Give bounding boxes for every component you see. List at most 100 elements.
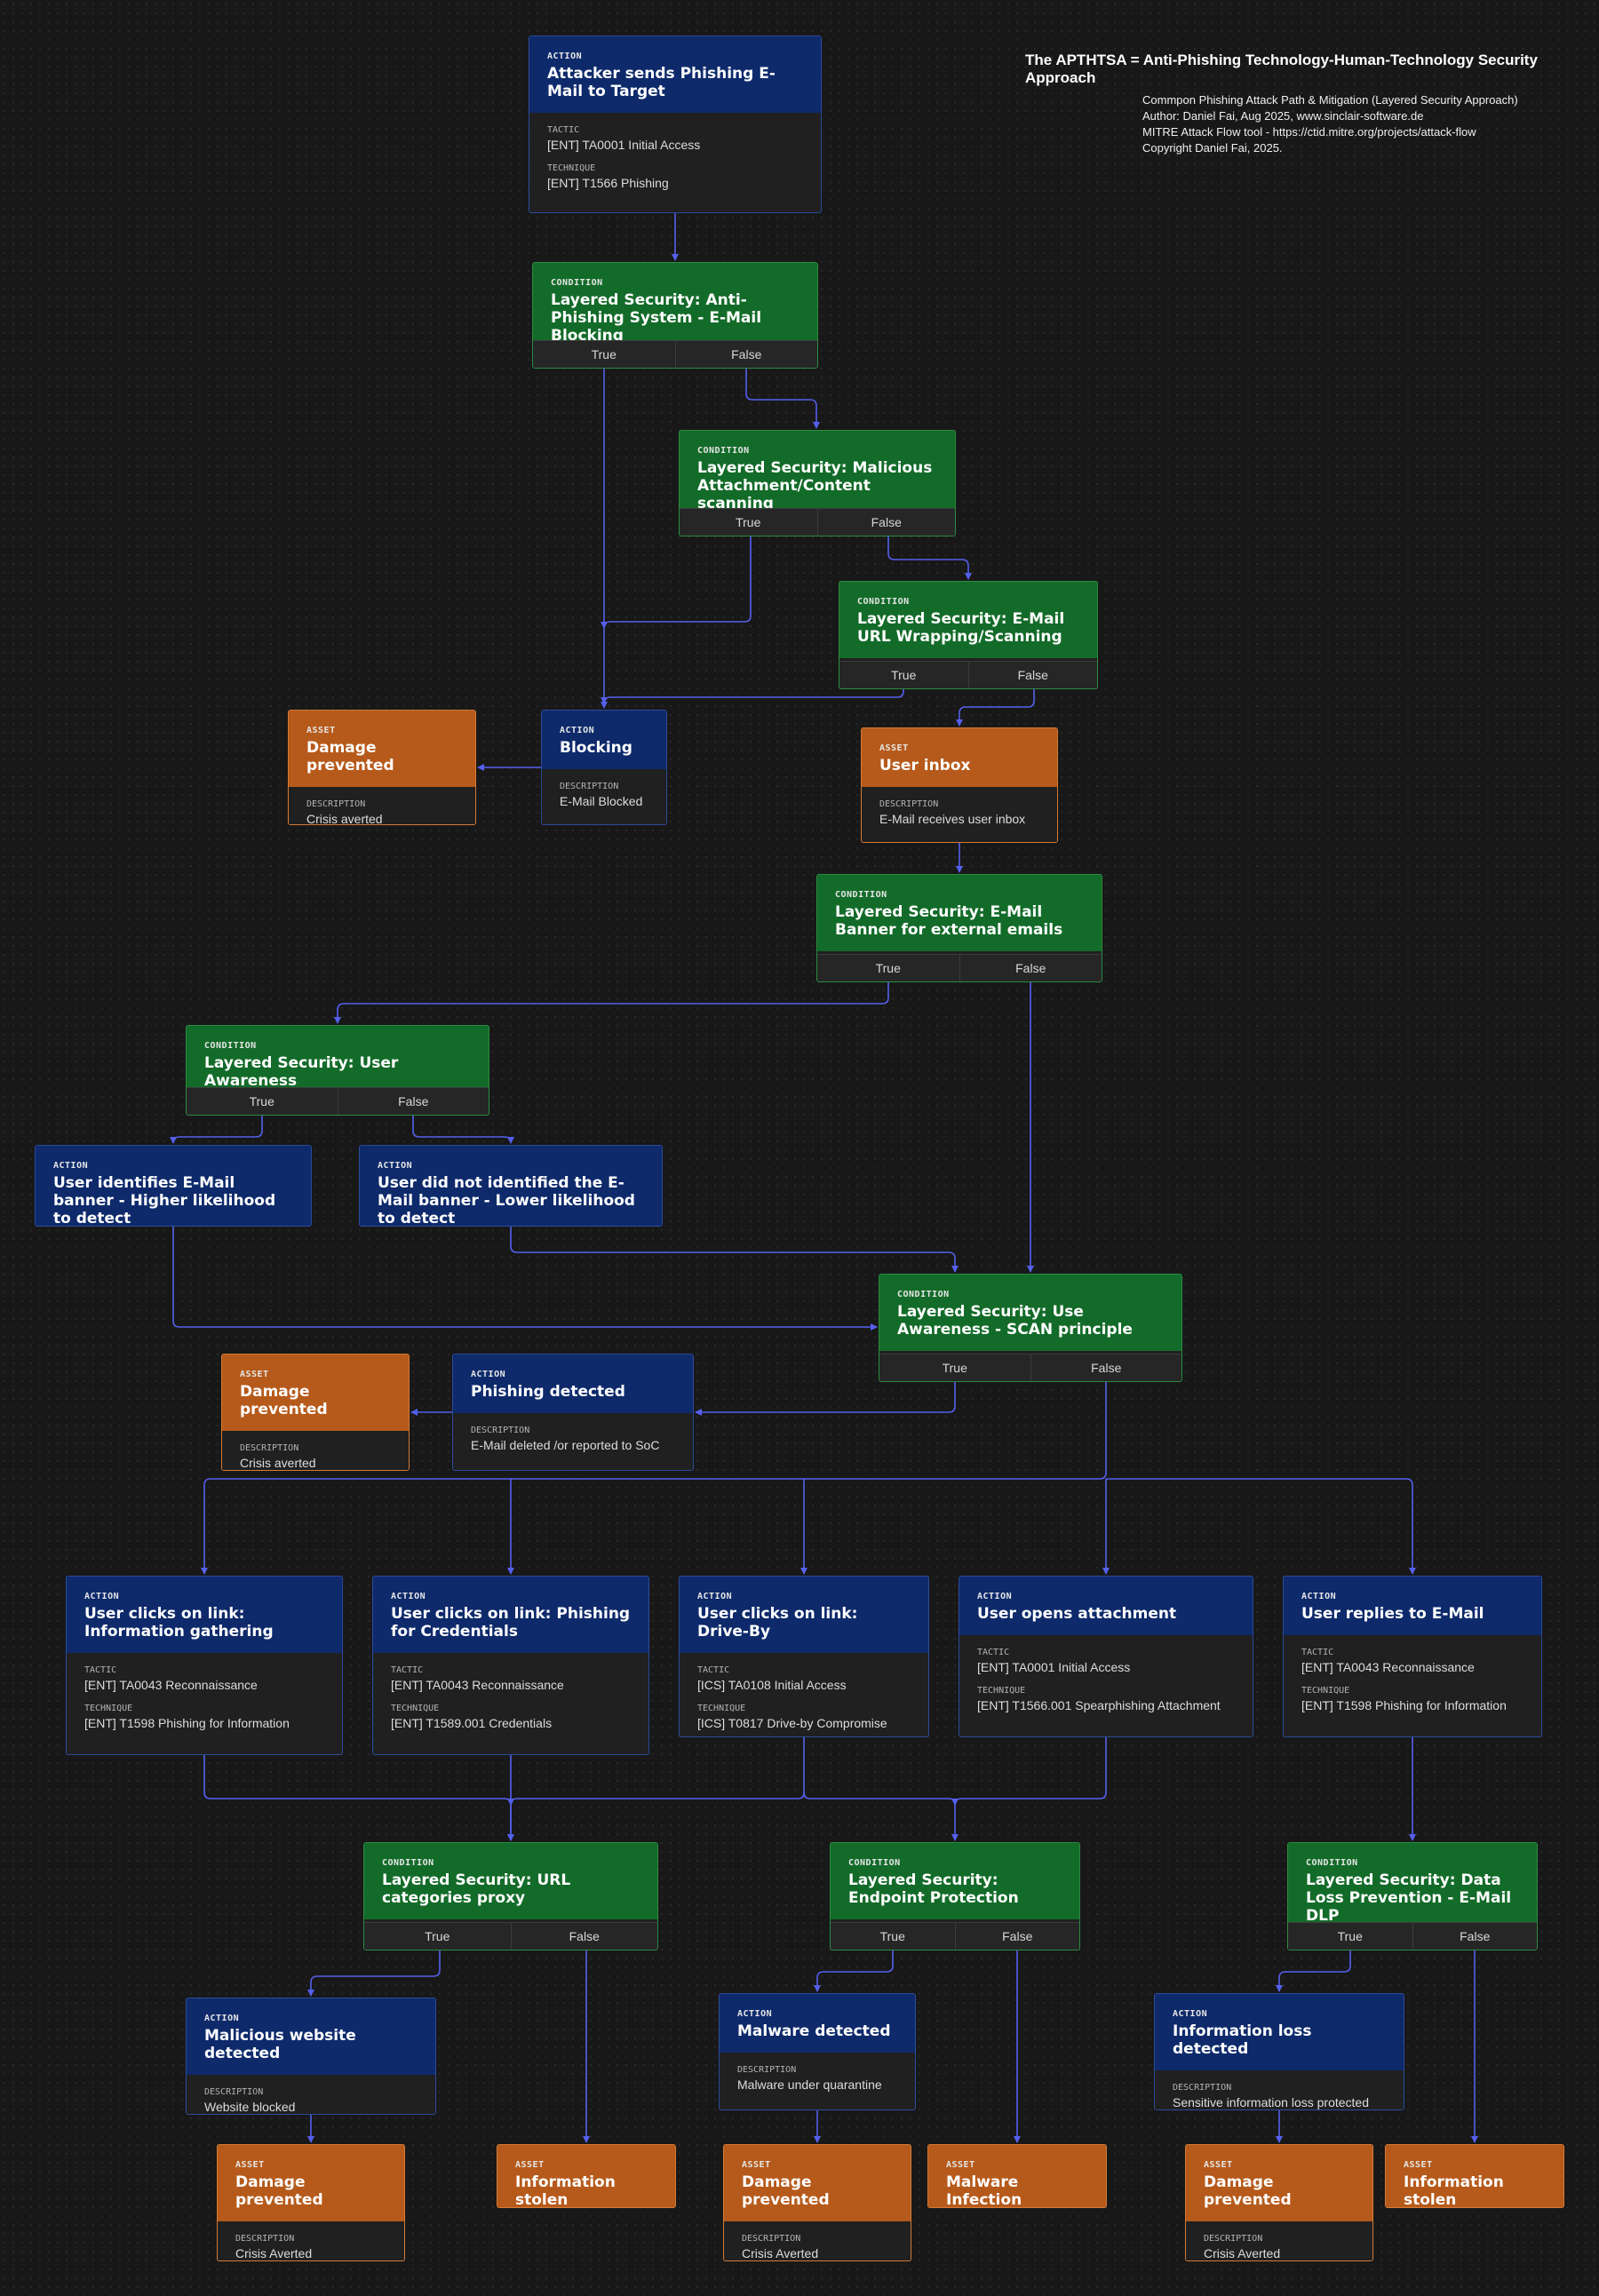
branch-false[interactable]: False (1412, 1923, 1538, 1950)
branch-false[interactable]: False (337, 1088, 489, 1115)
node-title: Malware detected (737, 2022, 891, 2040)
node-title: Layered Security: E-Mail Banner for exte… (835, 903, 1063, 939)
property-value: [ENT] T1566.001 Spearphishing Attachment (977, 1698, 1221, 1712)
node-type-label: ASSET (306, 726, 336, 735)
connector-n11-to-n12 (510, 1227, 959, 1273)
condition-branches: True False (839, 661, 1097, 688)
node-type-label: CONDITION (1306, 1858, 1358, 1868)
node-title: Information stolen (515, 2173, 616, 2208)
node-type-label: CONDITION (204, 1041, 257, 1051)
connector-n12-false-e (1106, 1478, 1416, 1575)
branch-false[interactable]: False (510, 1923, 658, 1950)
node-title: User clicks on link: Information gatheri… (84, 1605, 274, 1641)
node-type-label: ASSET (1404, 2160, 1433, 2170)
connector-n9-false (412, 1116, 514, 1144)
branch-true[interactable]: True (591, 347, 617, 361)
branch-false[interactable]: False (967, 662, 1098, 688)
property-value: [ENT] T1589.001 Credentials (391, 1716, 553, 1730)
node-property: TECHNIQUE[ICS] T0817 Drive-by Compromise (697, 1704, 911, 1731)
diagram-copyright: Copyright Daniel Fai, 2025. (1142, 141, 1283, 155)
node-title: Malicious website detected (204, 2027, 356, 2062)
node-property: TECHNIQUE[ENT] T1589.001 Credentials (391, 1704, 631, 1731)
node-property: TECHNIQUE[ENT] T1598 Phishing for Inform… (84, 1704, 324, 1731)
branch-true[interactable]: True (1337, 1929, 1363, 1943)
property-value: [ENT] T1598 Phishing for Information (1301, 1698, 1507, 1712)
connector-n2-false (745, 369, 820, 429)
branch-true[interactable]: True (942, 1361, 967, 1375)
condition-branches: True False (187, 1087, 489, 1115)
branch-false[interactable]: False (1030, 1355, 1182, 1381)
connector-n22-true (1276, 1950, 1351, 1992)
node-property: TACTIC[ENT] TA0001 Initial Access (547, 125, 803, 153)
property-name: DESCRIPTION (1204, 2234, 1263, 2244)
node-type-label: ASSET (879, 743, 909, 753)
property-value: Malware under quarantine (737, 2078, 882, 2092)
branch-false[interactable]: False (959, 955, 1102, 981)
branch-true[interactable]: True (736, 515, 761, 529)
branch-true[interactable]: True (875, 961, 901, 975)
node-type-label: ASSET (742, 2160, 771, 2170)
node-title: Layered Security: Use Awareness - SCAN p… (897, 1303, 1133, 1339)
branch-true[interactable]: True (891, 668, 917, 682)
node-title: Damage prevented (240, 1383, 328, 1418)
branch-false[interactable]: False (674, 341, 818, 368)
node-type-label: ACTION (53, 1161, 89, 1171)
node-title: Layered Security: Malicious Attachment/C… (697, 459, 933, 512)
property-name: DESCRIPTION (879, 799, 939, 809)
property-value: E-Mail Blocked (560, 794, 643, 808)
branch-true[interactable]: True (879, 1929, 905, 1943)
branch-false[interactable]: False (816, 509, 956, 536)
node-type-label: ASSET (1204, 2160, 1233, 2170)
branch-false[interactable]: False (954, 1923, 1080, 1950)
property-value: [ENT] TA0001 Initial Access (977, 1660, 1131, 1674)
branch-true[interactable]: True (425, 1929, 450, 1943)
property-value: Sensitive information loss protected (1173, 2095, 1369, 2109)
node-title: Phishing detected (471, 1383, 625, 1401)
branch-true[interactable]: True (249, 1094, 274, 1108)
